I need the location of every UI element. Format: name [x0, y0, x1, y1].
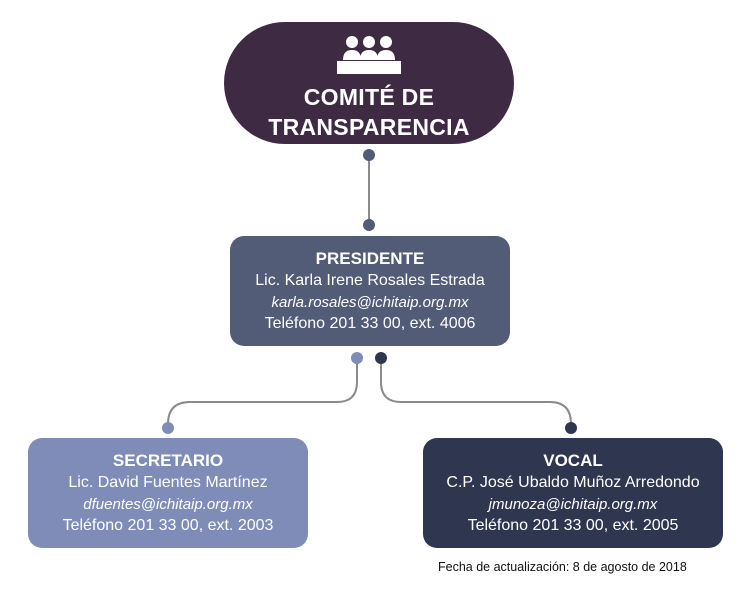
- connector-dot-vocal: [565, 422, 577, 434]
- connector-dot-president-left: [351, 352, 363, 364]
- connector-dot-committee: [363, 149, 375, 161]
- secretary-name: Lic. David Fuentes Martínez: [68, 473, 268, 491]
- secretary-role: SECRETARIO: [112, 450, 224, 470]
- update-date-note: Fecha de actualización: 8 de agosto de 2…: [438, 560, 687, 574]
- committee-title-line2: TRANSPARENCIA: [268, 114, 470, 140]
- president-name: Lic. Karla Irene Rosales Estrada: [255, 271, 485, 289]
- vocal-phone: Teléfono 201 33 00, ext. 2005: [467, 516, 679, 534]
- committee-header: COMITÉ DE TRANSPARENCIA: [224, 22, 514, 144]
- president-email: karla.rosales@ichitaip.org.mx: [271, 293, 469, 311]
- president-card: PRESIDENTE Lic. Karla Irene Rosales Estr…: [230, 236, 510, 346]
- president-role: PRESIDENTE: [315, 248, 425, 268]
- connector-president-vocal: [380, 358, 572, 428]
- vocal-card: VOCAL C.P. José Ubaldo Muñoz Arredondo j…: [423, 438, 723, 548]
- committee-title-line1: COMITÉ DE: [303, 84, 435, 110]
- secretary-phone: Teléfono 201 33 00, ext. 2003: [62, 516, 274, 534]
- vocal-role: VOCAL: [543, 450, 603, 470]
- secretary-email: dfuentes@ichitaip.org.mx: [83, 495, 253, 513]
- committee-title: COMITÉ DE TRANSPARENCIA: [268, 82, 470, 142]
- connector-dot-president-right: [375, 352, 387, 364]
- connector-dot-president-top: [363, 219, 375, 231]
- president-phone: Teléfono 201 33 00, ext. 4006: [264, 314, 476, 332]
- connector-dot-secretary: [162, 422, 174, 434]
- vocal-email: jmunoza@ichitaip.org.mx: [488, 495, 658, 513]
- vocal-name: C.P. José Ubaldo Muñoz Arredondo: [446, 473, 700, 491]
- group-meeting-icon: [337, 36, 401, 74]
- secretary-card: SECRETARIO Lic. David Fuentes Martínez d…: [28, 438, 308, 548]
- connector-president-secretary: [167, 358, 358, 428]
